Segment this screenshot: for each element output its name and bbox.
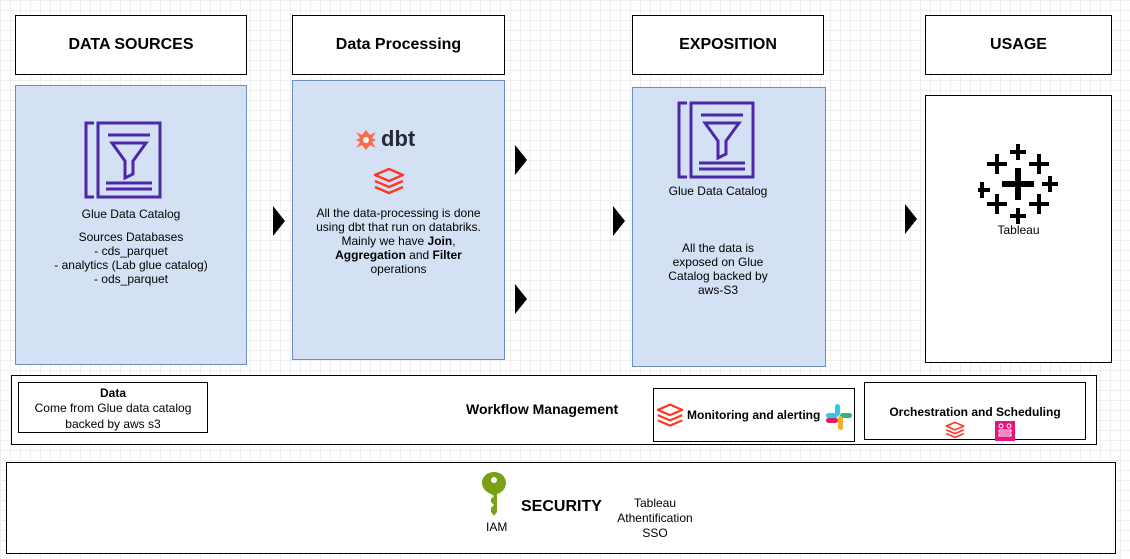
data-note-line: backed by aws s3 — [65, 417, 161, 431]
slack-icon — [826, 404, 852, 430]
data-sources-panel: Glue Data Catalog Sources Databases - cd… — [15, 85, 247, 365]
data-note-line: Come from Glue data catalog — [34, 401, 192, 415]
workflow-management-panel: Data Come from Glue data catalog backed … — [11, 375, 1097, 445]
dbt-logo-icon — [356, 130, 376, 150]
exposition-desc-line: Catalog backed by — [668, 269, 768, 283]
data-processing-panel: dbt All the data-processing is done usin… — [292, 80, 505, 360]
exposition-desc-line: aws-S3 — [697, 283, 738, 297]
processing-desc-line: using dbt that run on databriks. — [316, 220, 481, 234]
data-sources-icon-label: Glue Data Catalog — [81, 207, 181, 221]
security-panel: IAM SECURITY Tableau Athentification SSO — [6, 462, 1116, 554]
databricks-icon — [373, 167, 405, 195]
usage-panel: Tableau — [925, 95, 1112, 363]
sources-db-item: - cds_parquet — [94, 244, 168, 258]
airflow-icon — [995, 421, 1015, 441]
exposition-icon-label: Glue Data Catalog — [668, 184, 768, 198]
tableau-label: Tableau — [997, 223, 1040, 237]
exposition-desc-line: All the data is — [681, 241, 755, 255]
sources-databases-title: Sources Databases — [78, 230, 184, 244]
sources-db-item: - analytics (Lab glue catalog) — [54, 258, 208, 272]
flow-arrow — [515, 284, 527, 314]
monitoring-label: Monitoring and alerting — [687, 408, 821, 422]
orchestration-box: Orchestration and Scheduling — [864, 382, 1086, 441]
flow-arrow — [905, 204, 917, 234]
processing-desc-line: Aggregation and Filter — [335, 248, 462, 262]
tableau-auth-line: SSO — [642, 526, 668, 540]
iam-key-icon — [482, 472, 506, 516]
flow-arrow — [515, 145, 527, 175]
data-note-box: Data Come from Glue data catalog backed … — [18, 382, 208, 433]
header-exposition: EXPOSITION — [632, 15, 824, 75]
tableau-auth-line: Tableau — [633, 496, 677, 510]
databricks-icon — [945, 421, 965, 439]
orchestration-label: Orchestration and Scheduling — [889, 405, 1061, 419]
processing-desc-line: Mainly we have Join, — [341, 234, 456, 248]
dbt-wordmark: dbt — [381, 126, 416, 151]
tableau-auth-line: Athentification — [617, 511, 693, 525]
flow-arrow — [273, 206, 285, 236]
security-title: SECURITY — [521, 498, 602, 515]
header-data-processing: Data Processing — [292, 15, 505, 75]
data-note-title: Data — [99, 386, 126, 400]
glue-data-catalog-icon — [677, 101, 755, 179]
workflow-management-title: Workflow Management — [466, 401, 619, 417]
exposition-panel: Glue Data Catalog All the data is expose… — [632, 87, 826, 367]
databricks-icon — [656, 403, 684, 427]
exposition-desc-line: exposed on Glue — [672, 255, 764, 269]
header-data-sources: DATA SOURCES — [15, 15, 247, 75]
flow-arrow — [613, 206, 625, 236]
tableau-logo-icon — [978, 144, 1058, 224]
processing-desc-line: All the data-processing is done — [316, 206, 481, 220]
iam-label: IAM — [486, 520, 508, 534]
sources-db-item: - ods_parquet — [93, 272, 169, 286]
header-usage: USAGE — [925, 15, 1112, 75]
processing-desc-line: operations — [370, 262, 427, 276]
monitoring-box: Monitoring and alerting — [653, 388, 855, 442]
glue-data-catalog-icon — [84, 121, 162, 199]
